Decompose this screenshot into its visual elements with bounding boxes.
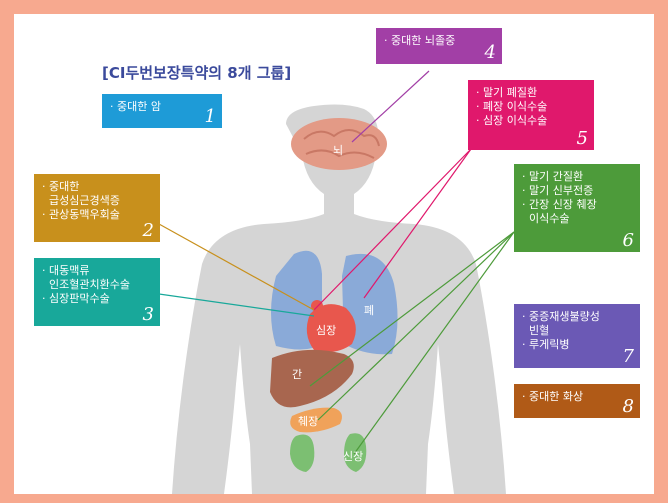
group-7-item: · 루게릭병 bbox=[522, 338, 632, 352]
group-7-item: · 중증재생불량성 빈혈 bbox=[522, 310, 632, 338]
group-5-item: · 말기 폐질환 bbox=[476, 86, 586, 100]
organ-label-pancreas: 췌장 bbox=[298, 415, 318, 428]
group-5-item: · 심장 이식수술 bbox=[476, 114, 586, 128]
group-1-item: · 중대한 암 bbox=[110, 100, 214, 114]
group-5-item: · 폐장 이식수술 bbox=[476, 100, 586, 114]
group-number-3: 3 bbox=[143, 306, 154, 324]
group-number-2: 2 bbox=[143, 222, 154, 240]
group-number-5: 5 bbox=[577, 130, 588, 148]
group-2-item: · 중대한 급성심근경색증 bbox=[42, 180, 152, 208]
group-4-item: · 중대한 뇌졸중 bbox=[384, 34, 494, 48]
group-number-8: 8 bbox=[623, 398, 634, 416]
group-number-4: 4 bbox=[485, 44, 496, 62]
group-3-item: · 대동맥류 인조혈관치환수술 bbox=[42, 264, 152, 292]
group-box-1: · 중대한 암 1 bbox=[102, 94, 222, 128]
organ-label-brain: 뇌 bbox=[333, 144, 343, 157]
group-number-6: 6 bbox=[623, 232, 634, 250]
organ-label-liver: 간 bbox=[292, 368, 302, 381]
organ-label-kidney: 신장 bbox=[343, 450, 363, 463]
diagram-frame: 뇌 폐 심장 간 췌장 신장 [CI두번보장특약의 8개 그룹] · 중대한 암… bbox=[14, 14, 654, 494]
group-3-item: · 심장판막수술 bbox=[42, 292, 152, 306]
group-box-3: · 대동맥류 인조혈관치환수술 · 심장판막수술 3 bbox=[34, 258, 160, 326]
group-number-1: 1 bbox=[205, 108, 216, 126]
group-6-item: · 간장 신장 췌장 이식수술 bbox=[522, 198, 632, 226]
group-2-item: · 관상동맥우회술 bbox=[42, 208, 152, 222]
group-6-item: · 말기 신부전증 bbox=[522, 184, 632, 198]
organ-label-heart: 심장 bbox=[316, 324, 336, 337]
group-6-item: · 말기 간질환 bbox=[522, 170, 632, 184]
group-box-4: · 중대한 뇌졸중 4 bbox=[376, 28, 502, 64]
group-box-6: · 말기 간질환 · 말기 신부전증 · 간장 신장 췌장 이식수술 6 bbox=[514, 164, 640, 252]
group-box-2: · 중대한 급성심근경색증 · 관상동맥우회술 2 bbox=[34, 174, 160, 242]
diagram-title: [CI두번보장특약의 8개 그룹] bbox=[102, 62, 291, 83]
group-box-7: · 중증재생불량성 빈혈 · 루게릭병 7 bbox=[514, 304, 640, 368]
group-box-5: · 말기 폐질환 · 폐장 이식수술 · 심장 이식수술 5 bbox=[468, 80, 594, 150]
group-8-item: · 중대한 화상 bbox=[522, 390, 632, 404]
organ-label-lung: 폐 bbox=[364, 304, 374, 317]
group-number-7: 7 bbox=[623, 348, 634, 366]
group-box-8: · 중대한 화상 8 bbox=[514, 384, 640, 418]
